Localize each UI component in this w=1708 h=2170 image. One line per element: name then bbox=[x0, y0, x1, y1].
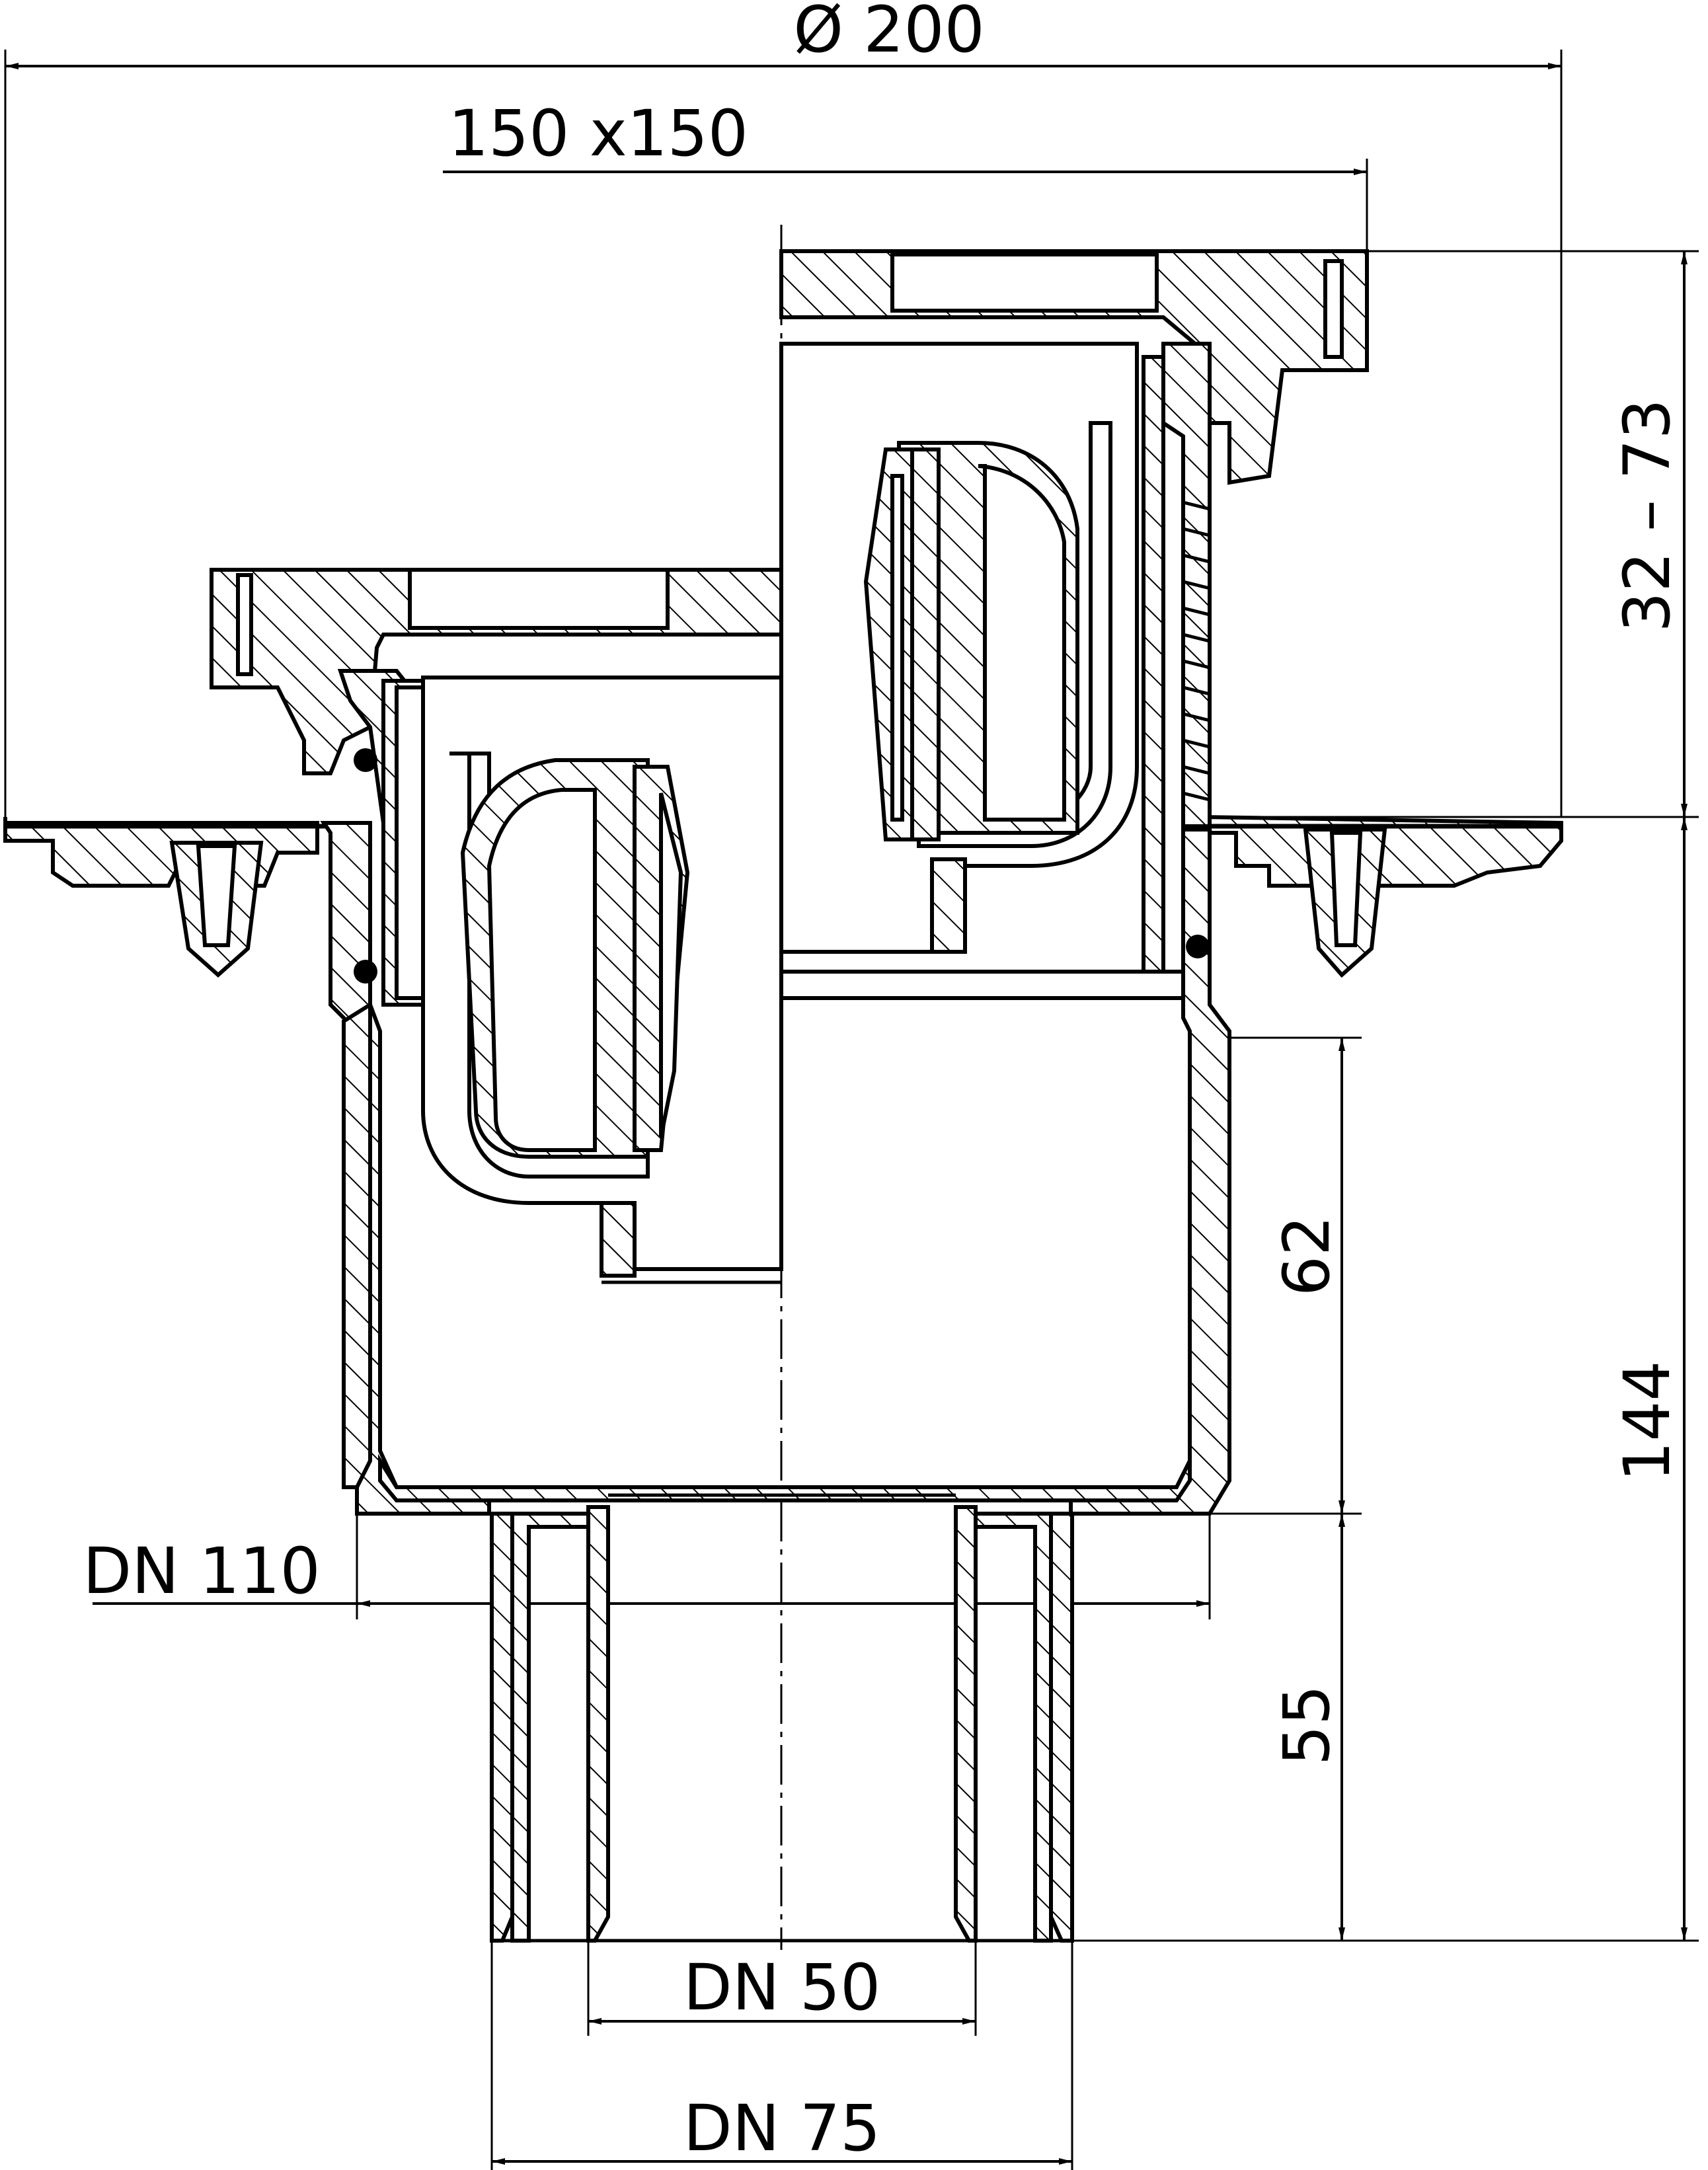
trap-insert-left bbox=[421, 676, 783, 1284]
dim-dn110: DN 110 bbox=[83, 1534, 320, 1608]
dimension-labels: Ø 200 150 x150 32 – 73 144 62 55 DN 110 … bbox=[83, 0, 1684, 2165]
dim-grate-size: 150 x150 bbox=[448, 97, 748, 171]
dim-total-height: 144 bbox=[1610, 1360, 1684, 1481]
dim-dn75: DN 75 bbox=[683, 2091, 880, 2165]
grate-frame-high bbox=[779, 249, 1369, 980]
dim-dn50: DN 50 bbox=[683, 1951, 880, 2025]
dim-outlet-length: 55 bbox=[1270, 1685, 1344, 1765]
dim-trap-depth: 62 bbox=[1270, 1216, 1344, 1296]
trap-insert-right bbox=[779, 342, 1185, 1000]
drain-body bbox=[320, 821, 1231, 1943]
dim-height-adjust: 32 – 73 bbox=[1610, 399, 1684, 632]
dim-diameter-top: Ø 200 bbox=[793, 0, 984, 67]
floor-flange bbox=[3, 814, 1563, 978]
